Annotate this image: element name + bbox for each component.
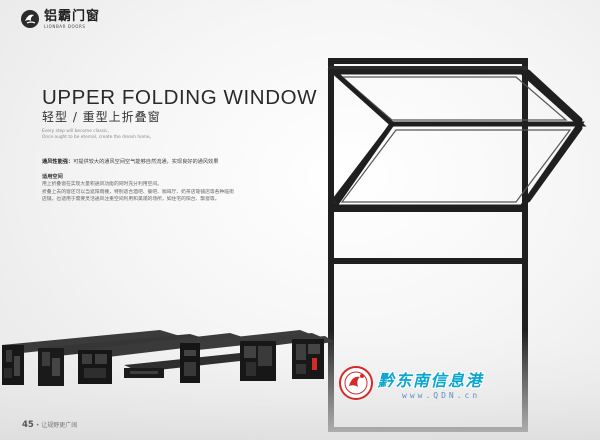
tagline-line: Once ought to be eternal, create the dre… (42, 135, 154, 140)
brand-emblem-icon (21, 10, 39, 28)
usage-line: 折叠上去的窗还可以当遮阳雨棚，特别适合酒吧、餐吧、咖啡厅、奶茶店靠铺店等各种临街 (42, 189, 234, 195)
usage-line: 用上折叠窗在实现大量积通风功能的同时充分利用空间。 (42, 182, 162, 187)
watermark-seal-icon (339, 366, 373, 400)
brand-name-cn: 铝霸门窗 (44, 8, 101, 24)
page-number: 45 (22, 420, 34, 430)
folding-sash (327, 69, 587, 210)
brand-logo: 铝霸门窗 LIONBAR DOORS (20, 9, 100, 29)
usage-line: 店铺，也适用于需要灵活通风注重空间利用和美观的场所，如住宅的阳台、飘窗等。 (42, 197, 220, 203)
watermark: 黔东南信息港 www.QDN.cn (338, 365, 483, 401)
usage-heading: 适用空间 (42, 174, 63, 180)
tagline: Every step will become classic, Once oug… (42, 129, 154, 141)
ventilation-label: 通风性能强： (42, 159, 74, 165)
footer-slogan: • 让规野更广阔 (35, 422, 78, 429)
aluminum-profiles (2, 330, 334, 386)
tagline-line: Every step will become classic, (42, 129, 109, 134)
page-subtitle-cn: 轻型 / 重型上折叠窗 (42, 110, 161, 124)
watermark-url: www.QDN.cn (402, 390, 481, 400)
page-footer: 45• 让规野更广阔 (22, 420, 77, 430)
watermark-site-name: 黔东南信息港 (378, 370, 484, 390)
ventilation-text: 可提供较大的通风空间空气能够自然流通，实现良好的通风效果 (73, 159, 219, 165)
page-title: UPPER FOLDING WINDOW (42, 86, 318, 109)
usage-body: 用上折叠窗在实现大量积通风功能的同时充分利用空间。 折叠上去的窗还可以当遮阳雨棚… (42, 181, 287, 204)
brand-name-en: LIONBAR DOORS (44, 23, 86, 29)
ventilation-feature: 通风性能强：可提供较大的通风空间空气能够自然流通，实现良好的通风效果 (42, 158, 218, 165)
